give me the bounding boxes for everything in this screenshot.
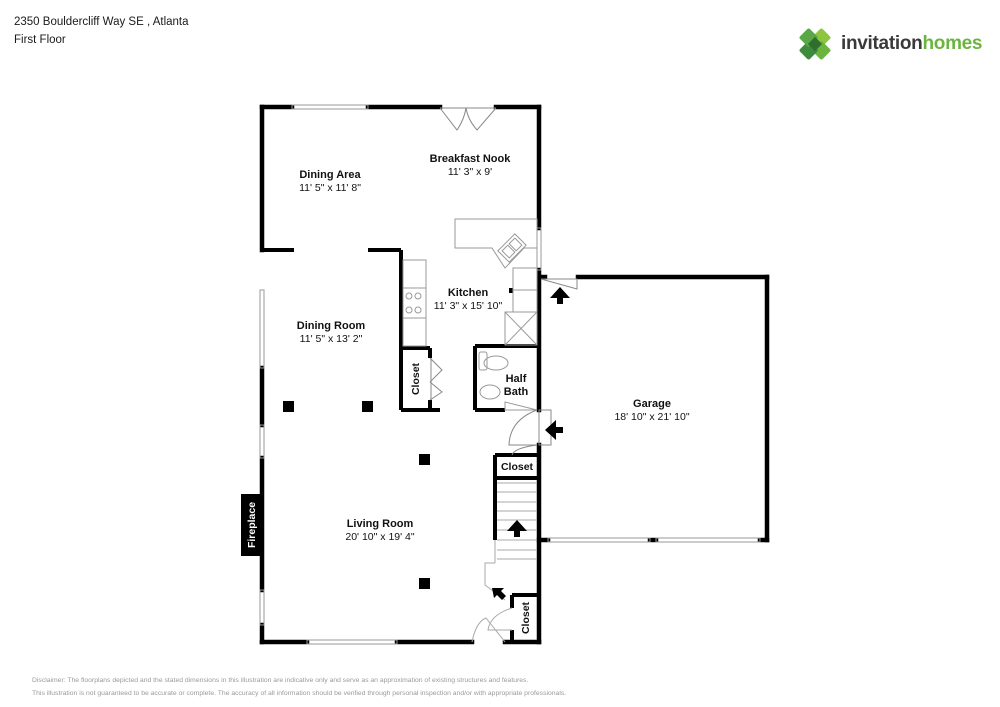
room-breakfast-nook: Breakfast Nook 11' 3" x 9' <box>429 153 511 178</box>
half-bath-fixtures <box>478 351 538 411</box>
closet-label-entry: Closet <box>520 601 532 635</box>
invitation-homes-logo: invitationhomes <box>797 26 983 62</box>
room-living-room: Living Room 20' 10" x 19' 4" <box>345 518 415 543</box>
garage-entry-doors <box>508 278 578 456</box>
address: 2350 Bouldercliff Way SE , Atlanta <box>14 16 189 28</box>
garage-up-arrow-icon <box>550 287 570 304</box>
fireplace-block <box>241 494 261 556</box>
room-dining-room: Dining Room 11' 5" x 13' 2" <box>296 320 366 345</box>
room-kitchen: Kitchen 11' 3" x 15' 10" <box>433 287 503 312</box>
logo-word-invitation: invitation <box>841 33 923 54</box>
disclaimer: Disclaimer: The floorplans depicted and … <box>32 674 566 700</box>
entry-diagonal-arrow-icon <box>492 588 506 600</box>
columns <box>283 401 430 589</box>
clover-logo-icon <box>799 28 831 60</box>
fireplace-label: Fireplace <box>246 501 258 549</box>
interior-walls <box>262 248 539 642</box>
stair-up-arrow-icon <box>507 520 527 537</box>
staircase <box>471 482 537 643</box>
logo-wordmark: invitationhomes <box>841 33 983 55</box>
room-dining-area: Dining Area 11' 5" x 11' 8" <box>299 169 361 194</box>
garage-left-arrow-icon <box>545 420 563 440</box>
header: 2350 Bouldercliff Way SE , Atlanta First… <box>14 13 189 49</box>
room-garage: Garage 18' 10" x 21' 10" <box>614 398 690 423</box>
room-half-bath: Half Bath <box>503 373 529 398</box>
closet-label-stair: Closet <box>500 461 534 473</box>
direction-arrows <box>492 287 570 600</box>
logo-word-homes: homes <box>922 33 983 54</box>
disclaimer-line-2: This illustration is not guaranteed to b… <box>32 690 567 697</box>
closet-doors <box>429 357 443 401</box>
windows <box>259 104 761 645</box>
french-door <box>439 107 497 131</box>
closet-label-dining: Closet <box>410 362 422 396</box>
kitchen-counters <box>402 218 538 347</box>
floor-name: First Floor <box>14 34 66 46</box>
disclaimer-line-1: Disclaimer: The floorplans depicted and … <box>32 677 529 684</box>
